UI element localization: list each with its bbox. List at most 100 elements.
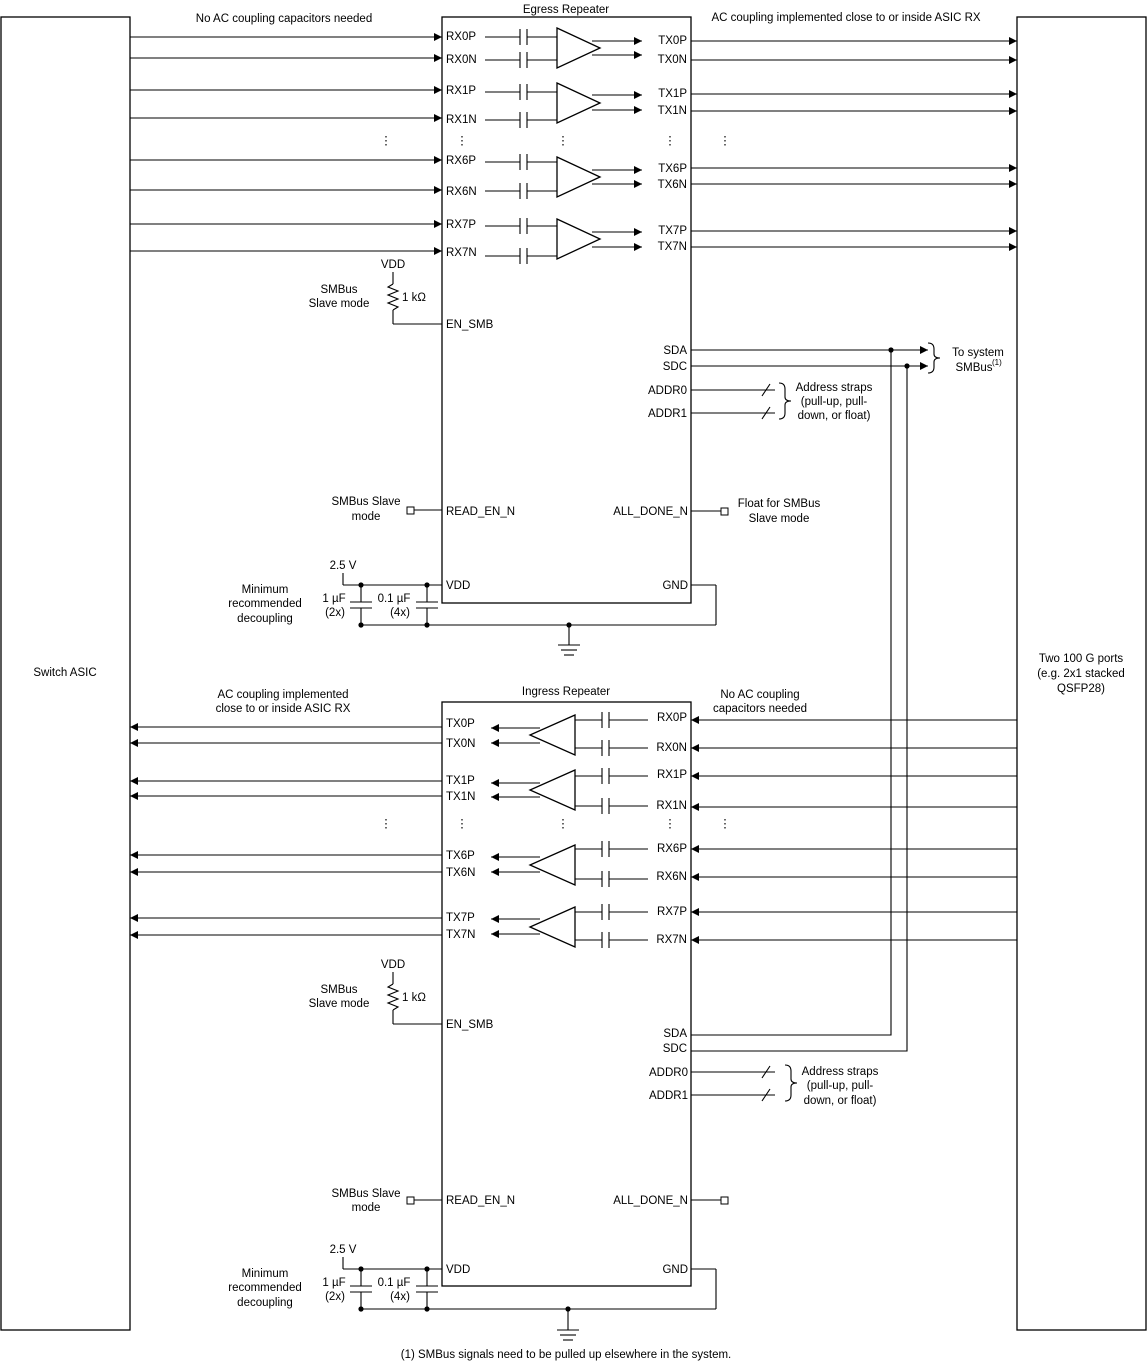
egress-decoupling-line3: decoupling <box>237 613 293 625</box>
svg-text:⋮: ⋮ <box>380 135 392 147</box>
egress-addr-note-line1: Address straps <box>796 382 873 394</box>
ingress-rx0n: RX0N <box>656 742 687 754</box>
switch-asic-label: Switch ASIC <box>33 667 96 679</box>
egress-smbus-to-line1: To system <box>952 347 1004 359</box>
egress-buffer-6 <box>556 155 602 199</box>
egress-rx7n: RX7N <box>446 247 477 259</box>
egress-vdd-pin: VDD <box>446 580 470 592</box>
egress-smbus-to-line2: SMBus <box>955 362 992 374</box>
footnote: (1) SMBus signals need to be pulled up e… <box>401 1349 732 1361</box>
ingress-read-en-terminal <box>406 1196 415 1205</box>
egress-buffer-0 <box>556 26 602 70</box>
ingress-read-en-pin: READ_EN_N <box>446 1195 515 1207</box>
egress-cap2-label: 0.1 µF <box>378 593 411 605</box>
ingress-buffer-1 <box>528 768 576 812</box>
ingress-tx6n: TX6N <box>446 867 475 879</box>
egress-read-en-terminal <box>406 506 415 515</box>
ingress-tx7p: TX7P <box>446 912 475 924</box>
ingress-addr-brace-icon <box>784 1064 798 1102</box>
ingress-buffer-7 <box>528 905 576 949</box>
ingress-tx1n: TX1N <box>446 791 475 803</box>
egress-smbus-footnote-mark: (1) <box>992 358 1002 367</box>
ingress-tx6p: TX6P <box>446 850 475 862</box>
egress-repeater-title: Egress Repeater <box>523 4 609 16</box>
egress-read-en-note-line1: SMBus Slave <box>331 496 400 508</box>
egress-addr-note-line3: down, or float) <box>798 410 871 422</box>
egress-read-en-pin: READ_EN_N <box>446 506 515 518</box>
ingress-tx0p: TX0P <box>446 718 475 730</box>
egress-channel-6 <box>485 154 642 199</box>
egress-addr-note-line2: (pull-up, pull- <box>801 396 868 408</box>
ingress-cap1-count: (2x) <box>325 1291 345 1303</box>
egress-resistor-icon <box>386 283 400 311</box>
ingress-gnd-pin: GND <box>662 1264 688 1276</box>
egress-addr-brace-icon <box>778 382 792 420</box>
svg-text:⋮: ⋮ <box>456 135 468 147</box>
egress-smbus-mode-line1: SMBus <box>320 284 357 296</box>
egress-rx0n: RX0N <box>446 54 477 66</box>
ingress-channel-6 <box>491 841 648 887</box>
egress-rx1p: RX1P <box>446 85 476 97</box>
ingress-addr-note-line1: Address straps <box>802 1066 879 1078</box>
egress-smbus: SDA SDC To system SMBus (1) <box>663 342 1004 374</box>
egress-tx0p: TX0P <box>658 35 687 47</box>
egress-cap1-label: 1 µF <box>322 593 345 605</box>
svg-text:⋮: ⋮ <box>557 818 569 830</box>
ingress-rx6n: RX6N <box>656 871 687 883</box>
egress-power: 2.5 V VDD GND 1 µF (2x) 0.1 µF (4x) Mini… <box>228 560 717 656</box>
ingress-tx1p: TX1P <box>446 775 475 787</box>
egress-left-note: No AC coupling capacitors needed <box>196 13 372 25</box>
qsfp-ports-block <box>1016 16 1147 1331</box>
egress-read-en-note-line2: mode <box>352 511 381 523</box>
svg-text:⋮: ⋮ <box>557 135 569 147</box>
egress-rx6p: RX6P <box>446 155 476 167</box>
egress-all-done-terminal <box>720 507 729 516</box>
egress-en-smb-pullup: VDD 1 kΩ SMBus Slave mode EN_SMB <box>309 259 494 331</box>
ingress-smbus-mode-line1: SMBus <box>320 984 357 996</box>
svg-text:⋮: ⋮ <box>664 135 676 147</box>
egress-tx7p: TX7P <box>658 225 687 237</box>
egress-rx6n: RX6N <box>446 186 477 198</box>
egress-ground-icon <box>558 644 580 656</box>
egress-tx7n: TX7N <box>658 241 687 253</box>
egress-tx0n: TX0N <box>658 54 687 66</box>
ingress-cap1-label: 1 µF <box>322 1277 345 1289</box>
egress-smbus-brace-icon <box>927 342 941 374</box>
egress-sda-pin: SDA <box>663 345 687 357</box>
svg-text:⋮: ⋮ <box>719 135 731 147</box>
ingress-read-en-note-line2: mode <box>352 1202 381 1214</box>
switch-asic-block <box>0 16 131 1331</box>
ingress-status-pins: SMBus Slave mode READ_EN_N ALL_DONE_N <box>331 1188 729 1214</box>
ingress-power: 2.5 V VDD GND 1 µF (2x) 0.1 µF (4x) Mini… <box>228 1244 717 1341</box>
svg-text:⋮: ⋮ <box>380 818 392 830</box>
egress-all-done-note-line1: Float for SMBus <box>738 498 821 510</box>
ingress-ground-icon <box>557 1329 579 1341</box>
ingress-rx1p: RX1P <box>657 769 687 781</box>
ingress-smbus-mode-line2: Slave mode <box>309 998 370 1010</box>
egress-buffer-7 <box>556 217 602 261</box>
ingress-channel-0 <box>491 712 648 757</box>
ingress-output-wires <box>130 723 442 939</box>
qsfp-ports-label-line3: QSFP28) <box>1057 683 1105 695</box>
ingress-pin-labels: TX0P TX0N RX0P RX0N TX1P TX1N RX1P RX1N … <box>446 712 687 946</box>
egress-channel-0 <box>485 26 642 70</box>
svg-text:⋮: ⋮ <box>719 818 731 830</box>
egress-tx6p: TX6P <box>658 163 687 175</box>
ingress-addr-note-line3: down, or float) <box>804 1095 877 1107</box>
ingress-en-smb-pin: EN_SMB <box>446 1019 494 1031</box>
egress-right-note: AC coupling implemented close to or insi… <box>711 12 980 24</box>
ingress-ellipsis: ⋮ ⋮ ⋮ ⋮ ⋮ <box>380 818 731 830</box>
ingress-resistor-label: 1 kΩ <box>402 992 426 1004</box>
ingress-input-wires <box>691 716 1017 944</box>
ingress-address-straps: ADDR0 ADDR1 Address straps (pull-up, pul… <box>649 1064 879 1107</box>
qsfp-ports-label-line1: Two 100 G ports <box>1039 653 1124 665</box>
egress-tx6n: TX6N <box>658 179 687 191</box>
egress-channel-7 <box>485 217 642 264</box>
ingress-right-note-line1: No AC coupling <box>720 689 799 701</box>
egress-addr0-pin: ADDR0 <box>648 385 687 397</box>
ingress-en-smb-pullup: VDD 1 kΩ SMBus Slave mode EN_SMB <box>309 959 494 1031</box>
ingress-vdd-pin: VDD <box>446 1264 470 1276</box>
egress-sdc-pin: SDC <box>663 361 687 373</box>
egress-addr1-pin: ADDR1 <box>648 408 687 420</box>
svg-text:⋮: ⋮ <box>456 818 468 830</box>
